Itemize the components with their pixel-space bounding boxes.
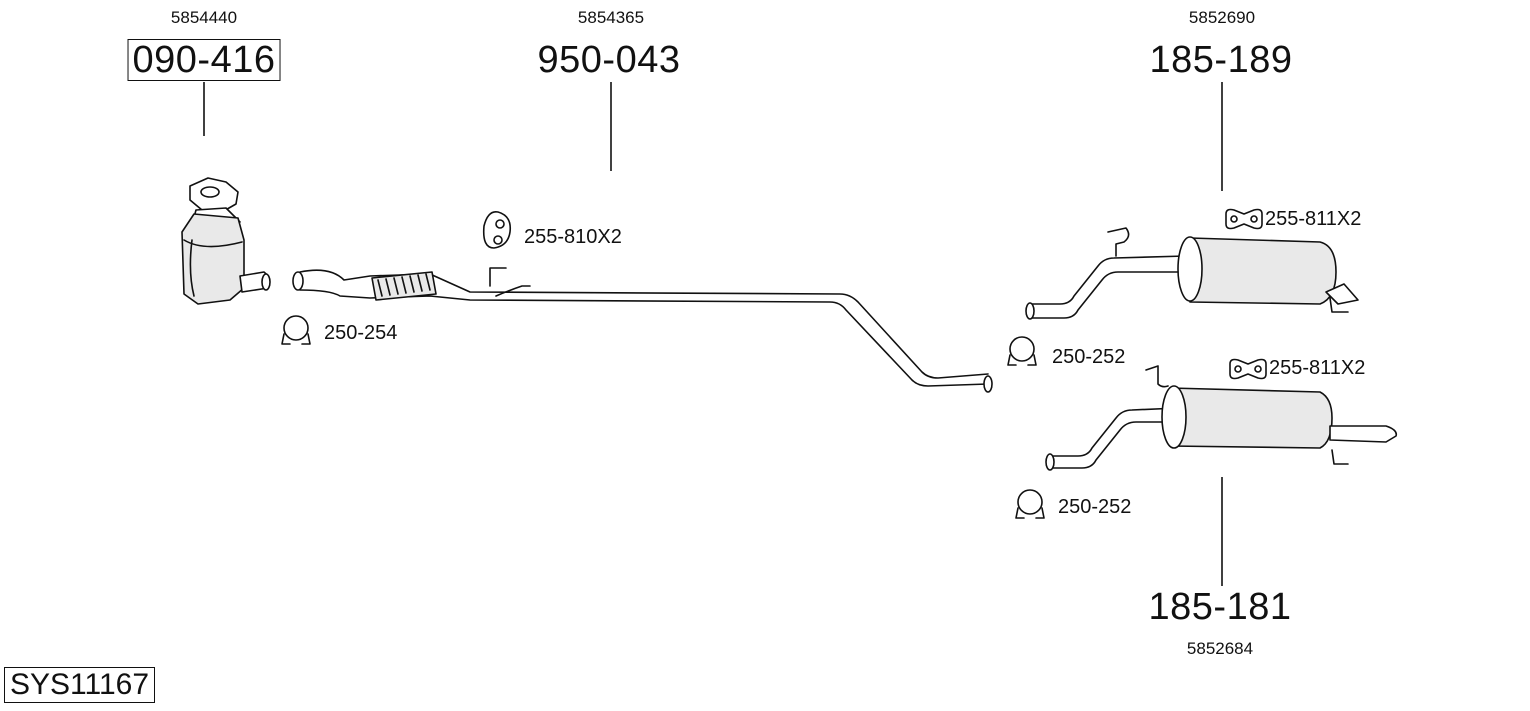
clamp-icon-250-252-lower	[1015, 489, 1045, 519]
accessory-label-clamp-250-252-lower: 250-252	[1058, 496, 1132, 518]
clamp-icon-250-254	[281, 315, 311, 345]
rubber-mount-icon-255-810	[482, 210, 512, 249]
rubber-mount-icon-255-811-lower	[1229, 358, 1267, 380]
part-number-catalytic-converter: 090-416	[127, 39, 281, 81]
accessory-label-clamp-250-254: 250-254	[324, 322, 398, 344]
clamp-icon-250-252-upper	[1007, 336, 1037, 366]
accessory-label-mount-255-811-lower: 255-811X2	[1269, 357, 1366, 379]
rear-silencer-lower-drawing	[1045, 365, 1398, 471]
oem-number-rear-silencer-upper: 5852690	[1188, 8, 1256, 27]
oem-number-middle-pipe: 5854365	[577, 8, 645, 27]
part-number-rear-silencer-lower: 185-181	[1148, 586, 1292, 628]
part-number-rear-silencer-upper: 185-189	[1149, 39, 1293, 81]
rear-silencer-upper-drawing	[1025, 227, 1359, 320]
middle-pipe-drawing	[292, 267, 993, 393]
rubber-mount-icon-255-811-upper	[1225, 208, 1263, 230]
accessory-label-mount-255-811-upper: 255-811X2	[1265, 208, 1362, 230]
accessory-label-clamp-250-252-upper: 250-252	[1052, 346, 1126, 368]
system-code-label: SYS11167	[4, 667, 155, 703]
part-number-middle-pipe: 950-043	[537, 39, 681, 81]
accessory-label-mount-255-810: 255-810X2	[524, 226, 622, 248]
catalytic-converter-drawing	[181, 177, 271, 305]
oem-number-rear-silencer-lower: 5852684	[1186, 639, 1254, 658]
oem-number-catalytic-converter: 5854440	[170, 8, 238, 27]
